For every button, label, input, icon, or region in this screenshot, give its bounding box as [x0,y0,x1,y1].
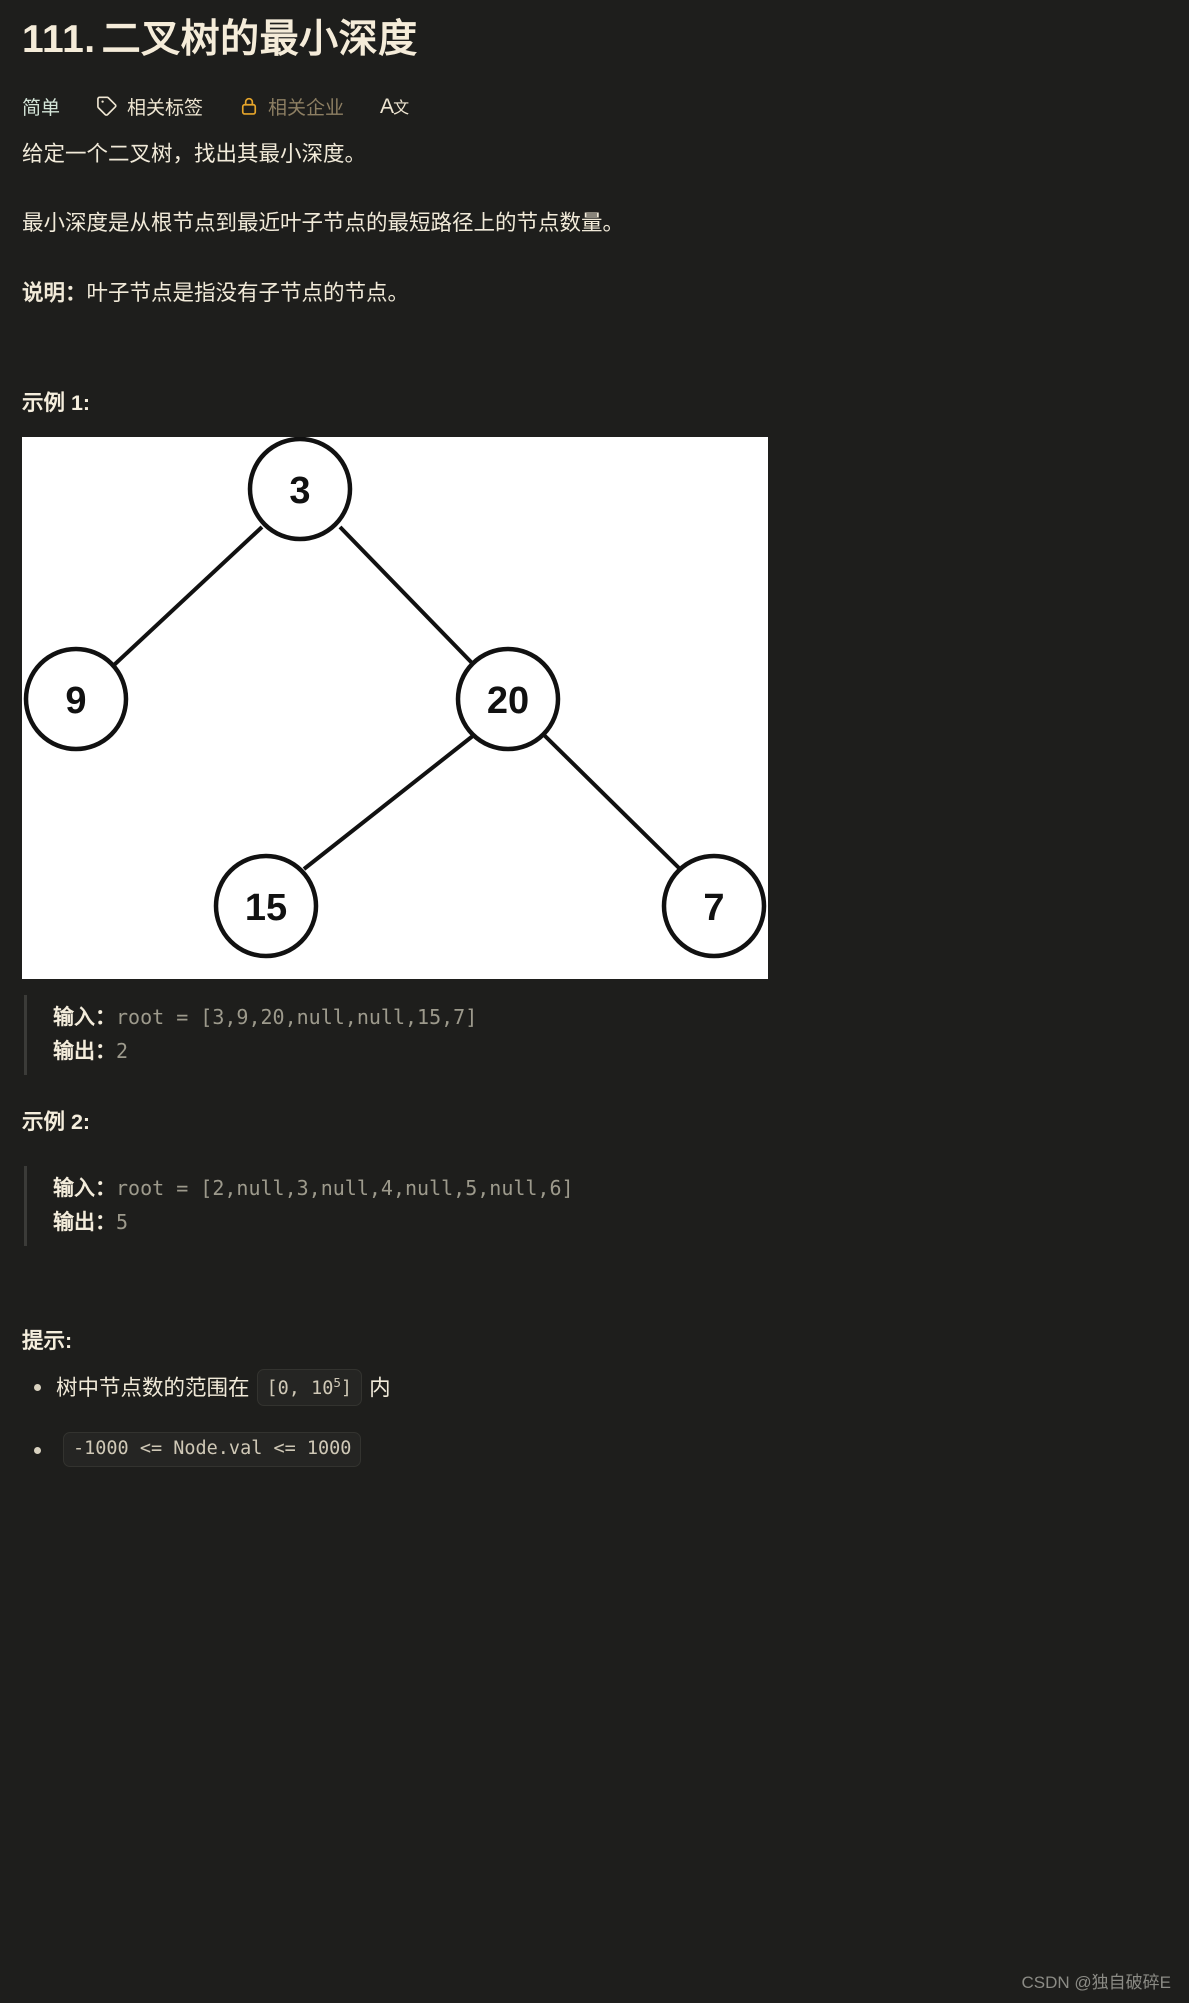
hint-1-code-tail: ] [340,1378,353,1400]
example-2-output-line: 输出：5 [53,1206,1167,1240]
lock-icon [239,95,259,117]
tree-node-label: 20 [487,680,529,722]
hint-1-code: [0, 105] [256,1369,363,1407]
input-value: root = [2,null,3,null,4,null,5,null,6] [116,1176,574,1201]
tree-node-label: 7 [703,887,724,929]
hint-1-prefix: 树中节点数的范围在 [56,1375,250,1400]
related-companies-label: 相关企业 [268,97,345,119]
example-2-input-line: 输入：root = [2,null,3,null,4,null,5,null,6… [53,1172,1167,1206]
page-title: 111.二叉树的最小深度 [22,0,1167,67]
note-text: 叶子节点是指没有子节点的节点。 [86,280,410,305]
hint-2-code: -1000 <= Node.val <= 1000 [63,1432,362,1467]
output-value: 5 [116,1210,129,1235]
output-label: 输出： [53,1211,116,1235]
difficulty-label: 简单 [22,97,61,119]
example-1-heading: 示例 1: [22,391,91,416]
related-tags-label: 相关标签 [127,97,204,119]
list-item: 树中节点数的范围在 [0, 105] 内 [22,1369,1167,1407]
tree-node-label: 15 [245,887,287,929]
binary-tree-svg: 3 9 20 15 7 [22,437,768,980]
binary-tree-figure: 3 9 20 15 7 [22,437,768,980]
note-label: 说明： [22,280,87,305]
example-1-input-line: 输入：root = [3,9,20,null,null,15,7] [53,1001,1167,1035]
spacer [22,328,1167,372]
tree-node-label: 9 [65,680,86,722]
translate-icon-a: A [380,94,394,118]
output-label: 输出： [53,1040,116,1064]
example-2-heading: 示例 2: [22,1110,91,1135]
example-1-code: 输入：root = [3,9,20,null,null,15,7] 输出：2 [24,995,1167,1076]
description-paragraph-2: 最小深度是从根节点到最近叶子节点的最短路径上的节点数量。 [22,211,625,236]
problem-number: 111. [22,18,96,61]
difficulty-badge[interactable]: 简单 [22,93,60,120]
tag-icon [96,95,118,117]
description-note: 说明：叶子节点是指没有子节点的节点。 [22,259,1167,328]
related-tags-button[interactable]: 相关标签 [96,93,203,120]
input-label: 输入： [53,1006,116,1030]
output-value: 2 [116,1039,129,1064]
input-value: root = [3,9,20,null,null,15,7] [116,1005,478,1030]
spacer [22,1246,1167,1310]
example-2-code: 输入：root = [2,null,3,null,4,null,5,null,6… [24,1166,1167,1247]
tree-node-label: 3 [289,470,310,512]
description-paragraph-1: 给定一个二叉树，找出其最小深度。 [22,141,367,166]
problem-title-text: 二叉树的最小深度 [101,18,418,61]
hints-list: 树中节点数的范围在 [0, 105] 内 -1000 <= Node.val <… [22,1369,1167,1467]
example-1-output-line: 输出：2 [53,1035,1167,1069]
hint-1-code-exponent: 5 [333,1375,341,1391]
translate-icon-w: 文 [393,99,409,117]
hints-heading: 提示: [22,1329,73,1354]
list-item: -1000 <= Node.val <= 1000 [22,1432,1167,1467]
hint-1-suffix: 内 [369,1375,391,1400]
watermark: CSDN @独自破碎E [1021,1973,1172,1992]
related-companies-button[interactable]: 相关企业 [239,93,344,120]
hint-1-code-base: [0, 10 [266,1378,334,1400]
input-label: 输入： [53,1177,116,1201]
